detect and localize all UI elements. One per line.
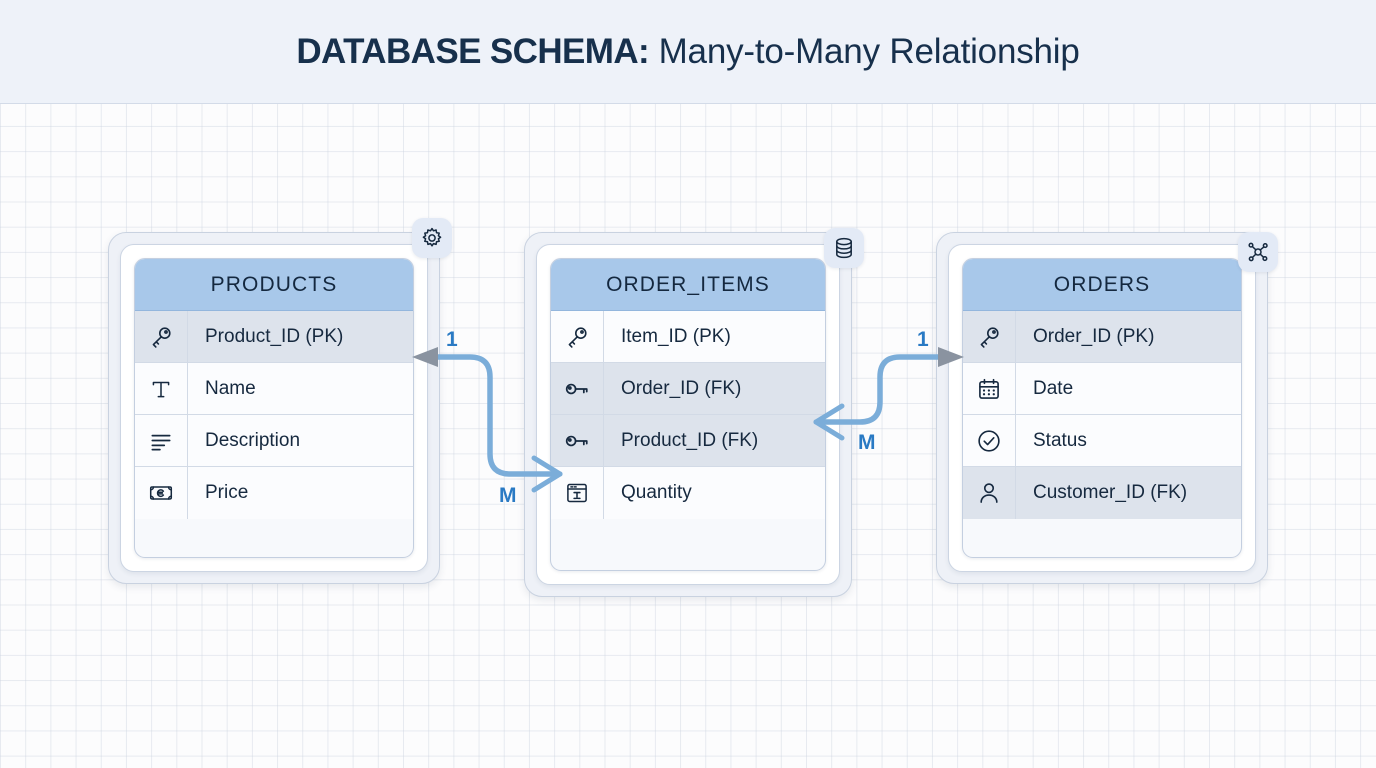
cardinality-label-one-orders: 1 bbox=[917, 328, 929, 351]
key-icon bbox=[551, 311, 604, 362]
table-row[interactable]: Date bbox=[963, 363, 1241, 415]
key-icon bbox=[963, 311, 1016, 362]
table-row[interactable]: Status bbox=[963, 415, 1241, 467]
page-title: DATABASE SCHEMA: Many-to-Many Relationsh… bbox=[296, 32, 1079, 72]
cardinality-label-one-products: 1 bbox=[446, 328, 458, 351]
column-label: Product_ID (FK) bbox=[621, 429, 759, 451]
cardinality-label-many-order-items-left: M bbox=[499, 484, 517, 507]
column-label: Quantity bbox=[621, 482, 692, 503]
table-row[interactable]: Product_ID (FK) bbox=[551, 415, 825, 467]
table-row[interactable]: Order_ID (PK) bbox=[963, 311, 1241, 363]
orders-table: ORDERS Order_ID (PK) bbox=[962, 258, 1242, 558]
table-row[interactable]: Item_ID (PK) bbox=[551, 311, 825, 363]
key-horizontal-icon bbox=[551, 363, 604, 414]
page-title-strong: DATABASE SCHEMA: bbox=[296, 31, 650, 71]
check-circle-icon bbox=[963, 415, 1016, 466]
entity-table-order-items[interactable]: ORDER_ITEMS Item_ID (PK) bbox=[524, 228, 864, 597]
table-row[interactable]: Price bbox=[135, 467, 413, 519]
person-icon bbox=[963, 467, 1016, 519]
page-title-light: Many-to-Many Relationship bbox=[649, 31, 1080, 71]
table-row[interactable]: Quantity bbox=[551, 467, 825, 519]
calendar-icon bbox=[963, 363, 1016, 414]
paragraph-lines-icon bbox=[135, 415, 188, 466]
column-label: Status bbox=[1033, 429, 1087, 451]
entity-table-orders[interactable]: ORDERS Order_ID (PK) bbox=[936, 232, 1278, 584]
column-label: Price bbox=[205, 482, 249, 503]
order-items-table: ORDER_ITEMS Item_ID (PK) bbox=[550, 258, 826, 571]
box-count-icon bbox=[551, 467, 604, 519]
key-horizontal-icon bbox=[551, 415, 604, 466]
products-table: PRODUCTS Product_ID (PK) Name bbox=[134, 258, 414, 558]
column-label: Name bbox=[205, 377, 256, 399]
column-label: Description bbox=[205, 429, 301, 451]
banknote-euro-icon bbox=[135, 467, 188, 519]
text-t-icon bbox=[135, 363, 188, 414]
table-row[interactable]: Customer_ID (FK) bbox=[963, 467, 1241, 519]
table-row[interactable]: Product_ID (PK) bbox=[135, 311, 413, 363]
key-icon bbox=[135, 311, 188, 362]
order-items-table-header: ORDER_ITEMS bbox=[551, 259, 825, 311]
gear-icon[interactable] bbox=[412, 218, 452, 258]
orders-table-header: ORDERS bbox=[963, 259, 1241, 311]
column-label: Item_ID (PK) bbox=[621, 325, 731, 347]
column-label: Order_ID (FK) bbox=[621, 377, 742, 399]
column-label: Customer_ID (FK) bbox=[1033, 482, 1188, 503]
column-label: Product_ID (PK) bbox=[205, 325, 344, 347]
order-items-table-name: ORDER_ITEMS bbox=[606, 272, 770, 296]
products-table-header: PRODUCTS bbox=[135, 259, 413, 311]
products-table-name: PRODUCTS bbox=[210, 272, 338, 296]
database-icon[interactable] bbox=[824, 228, 864, 268]
title-bar: DATABASE SCHEMA: Many-to-Many Relationsh… bbox=[0, 0, 1376, 104]
orders-table-name: ORDERS bbox=[1053, 272, 1151, 296]
network-nodes-icon[interactable] bbox=[1238, 232, 1278, 272]
cardinality-label-many-order-items-right: M bbox=[858, 431, 876, 454]
table-row[interactable]: Name bbox=[135, 363, 413, 415]
column-label: Order_ID (PK) bbox=[1033, 325, 1155, 347]
table-row[interactable]: Order_ID (FK) bbox=[551, 363, 825, 415]
entity-table-products[interactable]: PRODUCTS Product_ID (PK) Name bbox=[108, 218, 452, 584]
column-label: Date bbox=[1033, 377, 1074, 399]
table-row[interactable]: Description bbox=[135, 415, 413, 467]
